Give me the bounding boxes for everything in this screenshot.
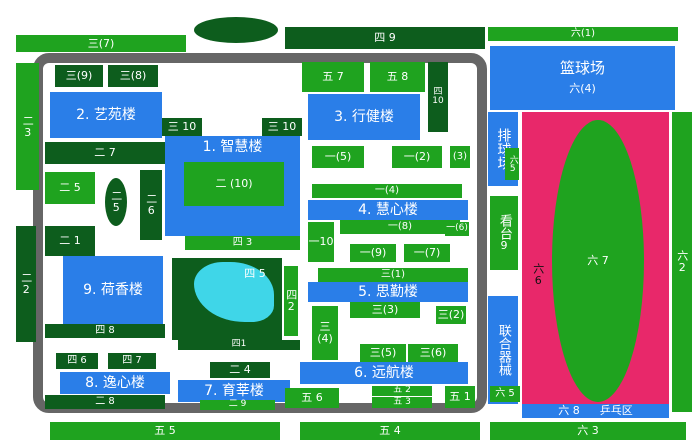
zone-z4_3[interactable]: 四 3	[185, 236, 300, 250]
zone-z3_3[interactable]: 三(3)	[350, 302, 420, 318]
zone-z4_9[interactable]: 四 9	[285, 27, 485, 49]
zone-z5_7[interactable]: 五 7	[302, 62, 364, 92]
zone-label: 六 8	[558, 404, 580, 418]
zone-z2_10[interactable]: 二 (10)	[184, 162, 284, 206]
zone-label: 四2	[284, 289, 298, 313]
zone-z2_9[interactable]: 二 9	[200, 400, 275, 410]
zone-z5_1[interactable]: 五 1	[445, 386, 475, 408]
zone-z2_8[interactable]: 二 8	[45, 395, 165, 409]
building-6[interactable]: 6. 远航楼	[300, 362, 468, 384]
zone-z3_9[interactable]: 三(9)	[55, 65, 103, 87]
building-9[interactable]: 9. 荷香楼	[63, 256, 163, 324]
building-8[interactable]: 8. 逸心楼	[60, 372, 170, 394]
zone-z4_2[interactable]: 四2	[284, 266, 298, 336]
fitness-label: 联合器械	[495, 324, 511, 376]
zone-label: 六(4)	[569, 82, 596, 96]
zone-z6_3[interactable]: 六 3	[490, 422, 686, 440]
zone-z5_5[interactable]: 五 5	[50, 422, 280, 440]
zone-label: 二6	[144, 193, 158, 217]
zone-z3_5[interactable]: 三(5)	[360, 344, 406, 362]
zone-label: 9	[500, 239, 508, 253]
zone-z6_5[interactable]: 六5	[505, 148, 519, 180]
building-2[interactable]: 2. 艺苑楼	[50, 92, 162, 138]
zone-z5_2[interactable]: 五 2	[372, 386, 432, 396]
zone-z4_8[interactable]: 四 8	[45, 324, 165, 338]
zone-z3_10a[interactable]: 三 10	[162, 118, 202, 136]
building-7[interactable]: 7. 育莘楼	[178, 380, 290, 402]
zone-z1_10[interactable]: 一10	[308, 222, 334, 262]
zone-z3_8[interactable]: 三(8)	[108, 65, 158, 87]
zone-z4_6[interactable]: 四 6	[56, 353, 98, 369]
zone-label: 二2	[19, 272, 33, 296]
zone-z4_1[interactable]: 四1	[178, 340, 300, 350]
zone-label: 六5	[507, 154, 518, 174]
building-4[interactable]: 4. 慧心楼	[308, 200, 468, 220]
zone-top-oval[interactable]	[194, 17, 278, 43]
zone-z2_7[interactable]: 二 7	[45, 142, 165, 164]
zone-z3_6[interactable]: 三(6)	[408, 344, 458, 362]
building-3[interactable]: 3. 行健楼	[308, 94, 420, 140]
zone-z5_4[interactable]: 五 4	[300, 422, 480, 440]
zone-label: 二5	[109, 190, 123, 214]
zone-z1_4[interactable]: 一(4)	[312, 184, 462, 198]
zone-z5_6[interactable]: 五 6	[285, 388, 339, 408]
zone-z4_7[interactable]: 四 7	[108, 353, 156, 369]
zone-z5_3[interactable]: 五 3	[372, 397, 432, 408]
zone-z2_5b[interactable]: 二5	[105, 178, 127, 226]
zone-label: 六2	[675, 250, 689, 274]
basketball-court[interactable]: 篮球场 六(4)	[490, 46, 675, 110]
zone-z6_2[interactable]: 六2	[672, 112, 692, 412]
zone-z3_1[interactable]: 三(1)	[318, 268, 468, 282]
building-5[interactable]: 5. 思勤楼	[308, 282, 468, 302]
zone-z6_1[interactable]: 六(1)	[488, 27, 678, 41]
zone-center-oval[interactable]	[372, 320, 400, 340]
zone-z1_2[interactable]: 一(2)	[392, 146, 442, 168]
zone-z2_1[interactable]: 二 1	[45, 226, 95, 256]
zone-z3_right[interactable]: (3)	[450, 146, 470, 168]
stand[interactable]: 看台 9	[490, 196, 518, 270]
zone-z3_10b[interactable]: 三 10	[262, 118, 302, 136]
zone-z5_8[interactable]: 五 8	[370, 62, 425, 92]
zone-z1_7[interactable]: 一(7)	[404, 244, 450, 262]
zone-z2_5[interactable]: 二 5	[45, 172, 95, 204]
zone-z4_5-label: 四 5	[244, 267, 266, 281]
zone-z6_7[interactable]: 六 7	[552, 120, 644, 402]
pingpong-area[interactable]: 六 8 乒乓区	[522, 404, 669, 418]
zone-z2_4[interactable]: 二 4	[210, 362, 270, 378]
pingpong-label: 乒乓区	[599, 404, 633, 418]
zone-z1_8[interactable]: 一(8)	[340, 220, 460, 234]
zone-label: 二3	[21, 114, 35, 139]
zone-z1_9[interactable]: 一(9)	[350, 244, 396, 262]
zone-z6_6[interactable]: 六6	[528, 250, 548, 300]
basketball-label: 篮球场	[559, 59, 605, 78]
zone-z3_7[interactable]: 三(7)	[16, 35, 186, 52]
stand-label: 看台	[496, 214, 512, 241]
zone-z1_6[interactable]: 一(6)	[445, 222, 469, 236]
zone-z6_5b[interactable]: 六 5	[490, 386, 520, 402]
zone-z4_10[interactable]: 四10	[428, 62, 448, 132]
zone-label: 六6	[531, 263, 545, 287]
zone-z1_5[interactable]: 一(5)	[312, 146, 364, 168]
zone-z2_2[interactable]: 二2	[16, 226, 36, 342]
zone-z2_3[interactable]: 二3	[16, 63, 39, 190]
zone-z3_4[interactable]: 三(4)	[312, 306, 338, 360]
zone-z2_6[interactable]: 二6	[140, 170, 162, 240]
zone-z3_2[interactable]: 三(2)	[436, 306, 466, 324]
